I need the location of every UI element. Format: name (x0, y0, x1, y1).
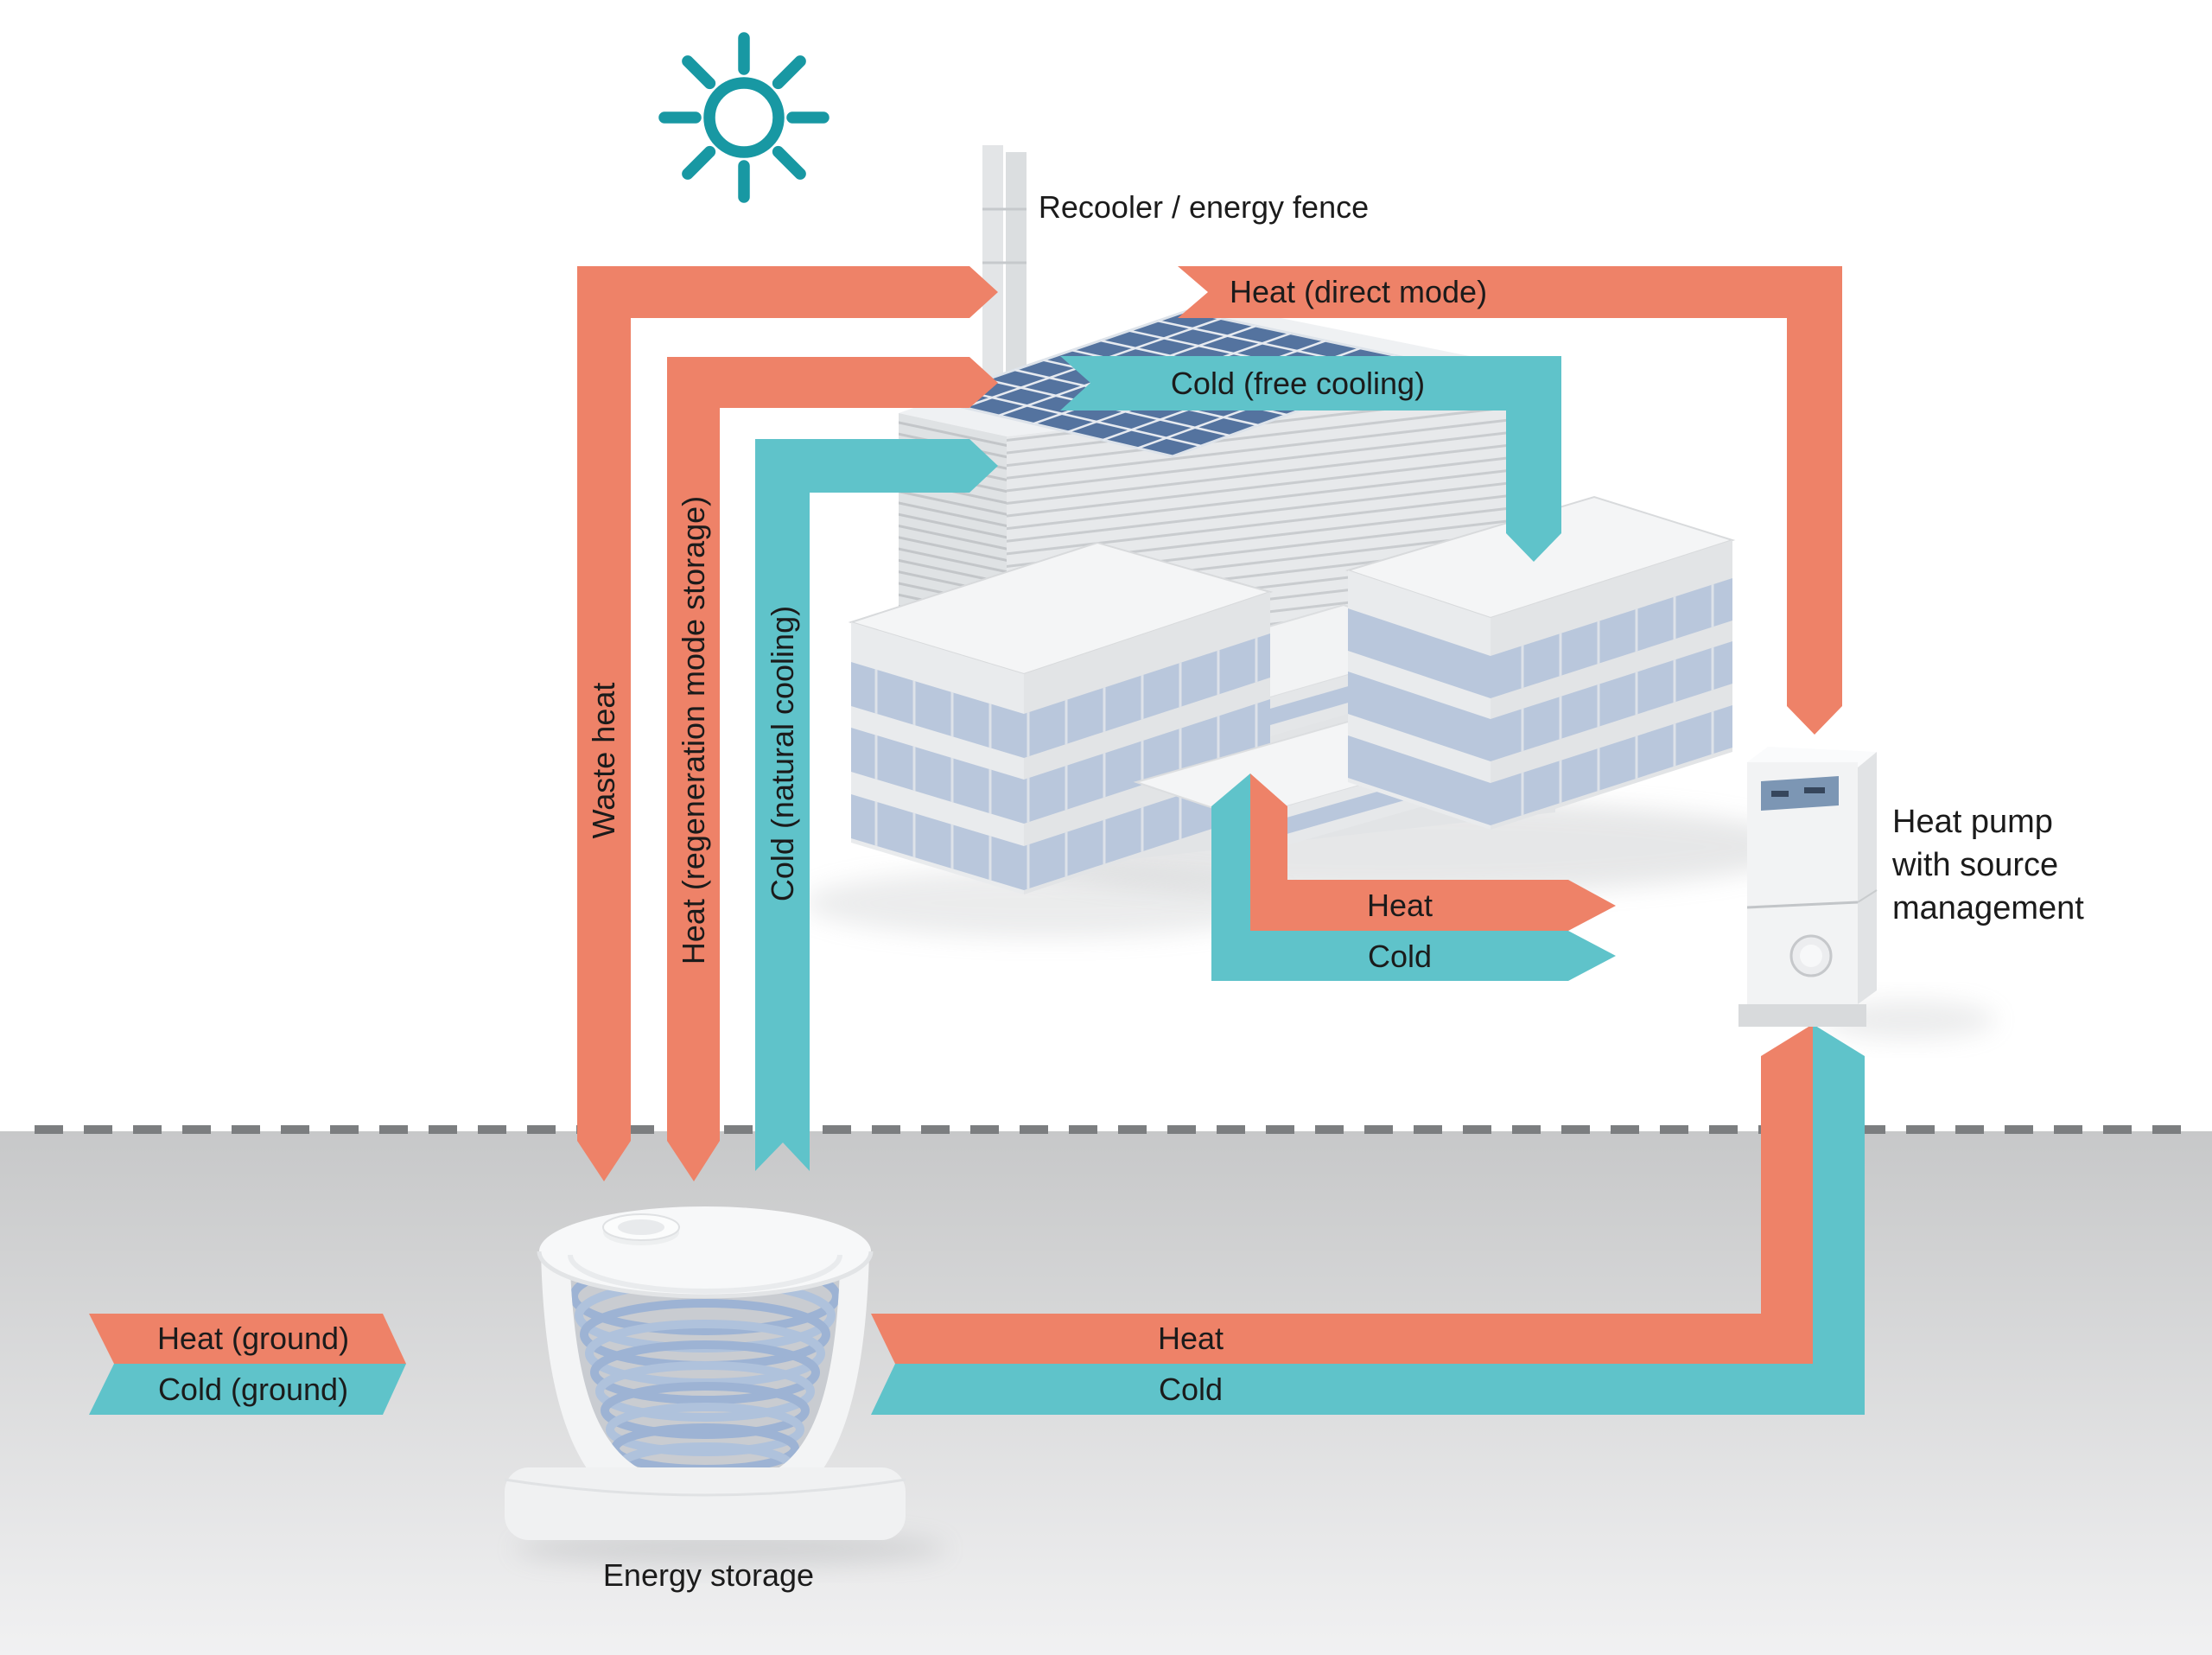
arrow-cold-ground-left (89, 1364, 406, 1415)
arrow-heat-ground-left (89, 1314, 406, 1364)
arrow-heat-regeneration (667, 357, 998, 1181)
building-illustration (848, 145, 1736, 894)
pump-display-panel (1761, 776, 1839, 811)
arrow-cold-building-pump (1211, 773, 1616, 981)
arrow-cold-storage-pump (871, 1024, 1865, 1415)
storage-cold-label: Cold (1158, 1372, 1224, 1408)
building-cold-label: Cold (1367, 939, 1433, 975)
arrow-heat-direct (1178, 266, 1842, 735)
recooler-label: Recooler / energy fence (1038, 189, 1370, 226)
storage-heat-label: Heat (1157, 1321, 1224, 1357)
right-office-wing (1344, 495, 1736, 830)
waste-heat-label: Waste heat (586, 682, 622, 839)
arrow-waste-heat (577, 266, 998, 1181)
heat-pump-unit (1738, 747, 1878, 1027)
cold-natural-cooling-label: Cold (natural cooling) (765, 605, 801, 902)
arrow-cold-free-cooling (1060, 356, 1561, 562)
heat-pump-label: Heat pump with source management (1892, 800, 2084, 930)
heat-ground-label: Heat (ground) (156, 1321, 350, 1357)
heat-pump-label-line1: Heat pump (1892, 804, 2053, 840)
cold-ground-label: Cold (ground) (157, 1372, 349, 1408)
sun-icon (658, 32, 830, 203)
arrow-heat-building-pump (1250, 773, 1616, 931)
left-office-wing (848, 541, 1274, 894)
energy-storage-tank (504, 1206, 906, 1540)
cold-free-cooling-label: Cold (free cooling) (1170, 366, 1426, 402)
heat-pump-label-line2: with source (1892, 847, 2059, 883)
chimneys (982, 145, 1027, 387)
flow-arrows (89, 266, 1865, 1415)
heat-direct-mode-label: Heat (direct mode) (1229, 274, 1488, 310)
arrow-cold-natural (755, 439, 998, 1171)
heat-pump-label-line3: management (1892, 890, 2084, 926)
building-heat-label: Heat (1366, 888, 1433, 924)
arrow-heat-storage-pump (871, 1024, 1813, 1364)
heat-regeneration-label: Heat (regeneration mode storage) (676, 495, 712, 965)
energy-storage-label: Energy storage (602, 1557, 815, 1594)
